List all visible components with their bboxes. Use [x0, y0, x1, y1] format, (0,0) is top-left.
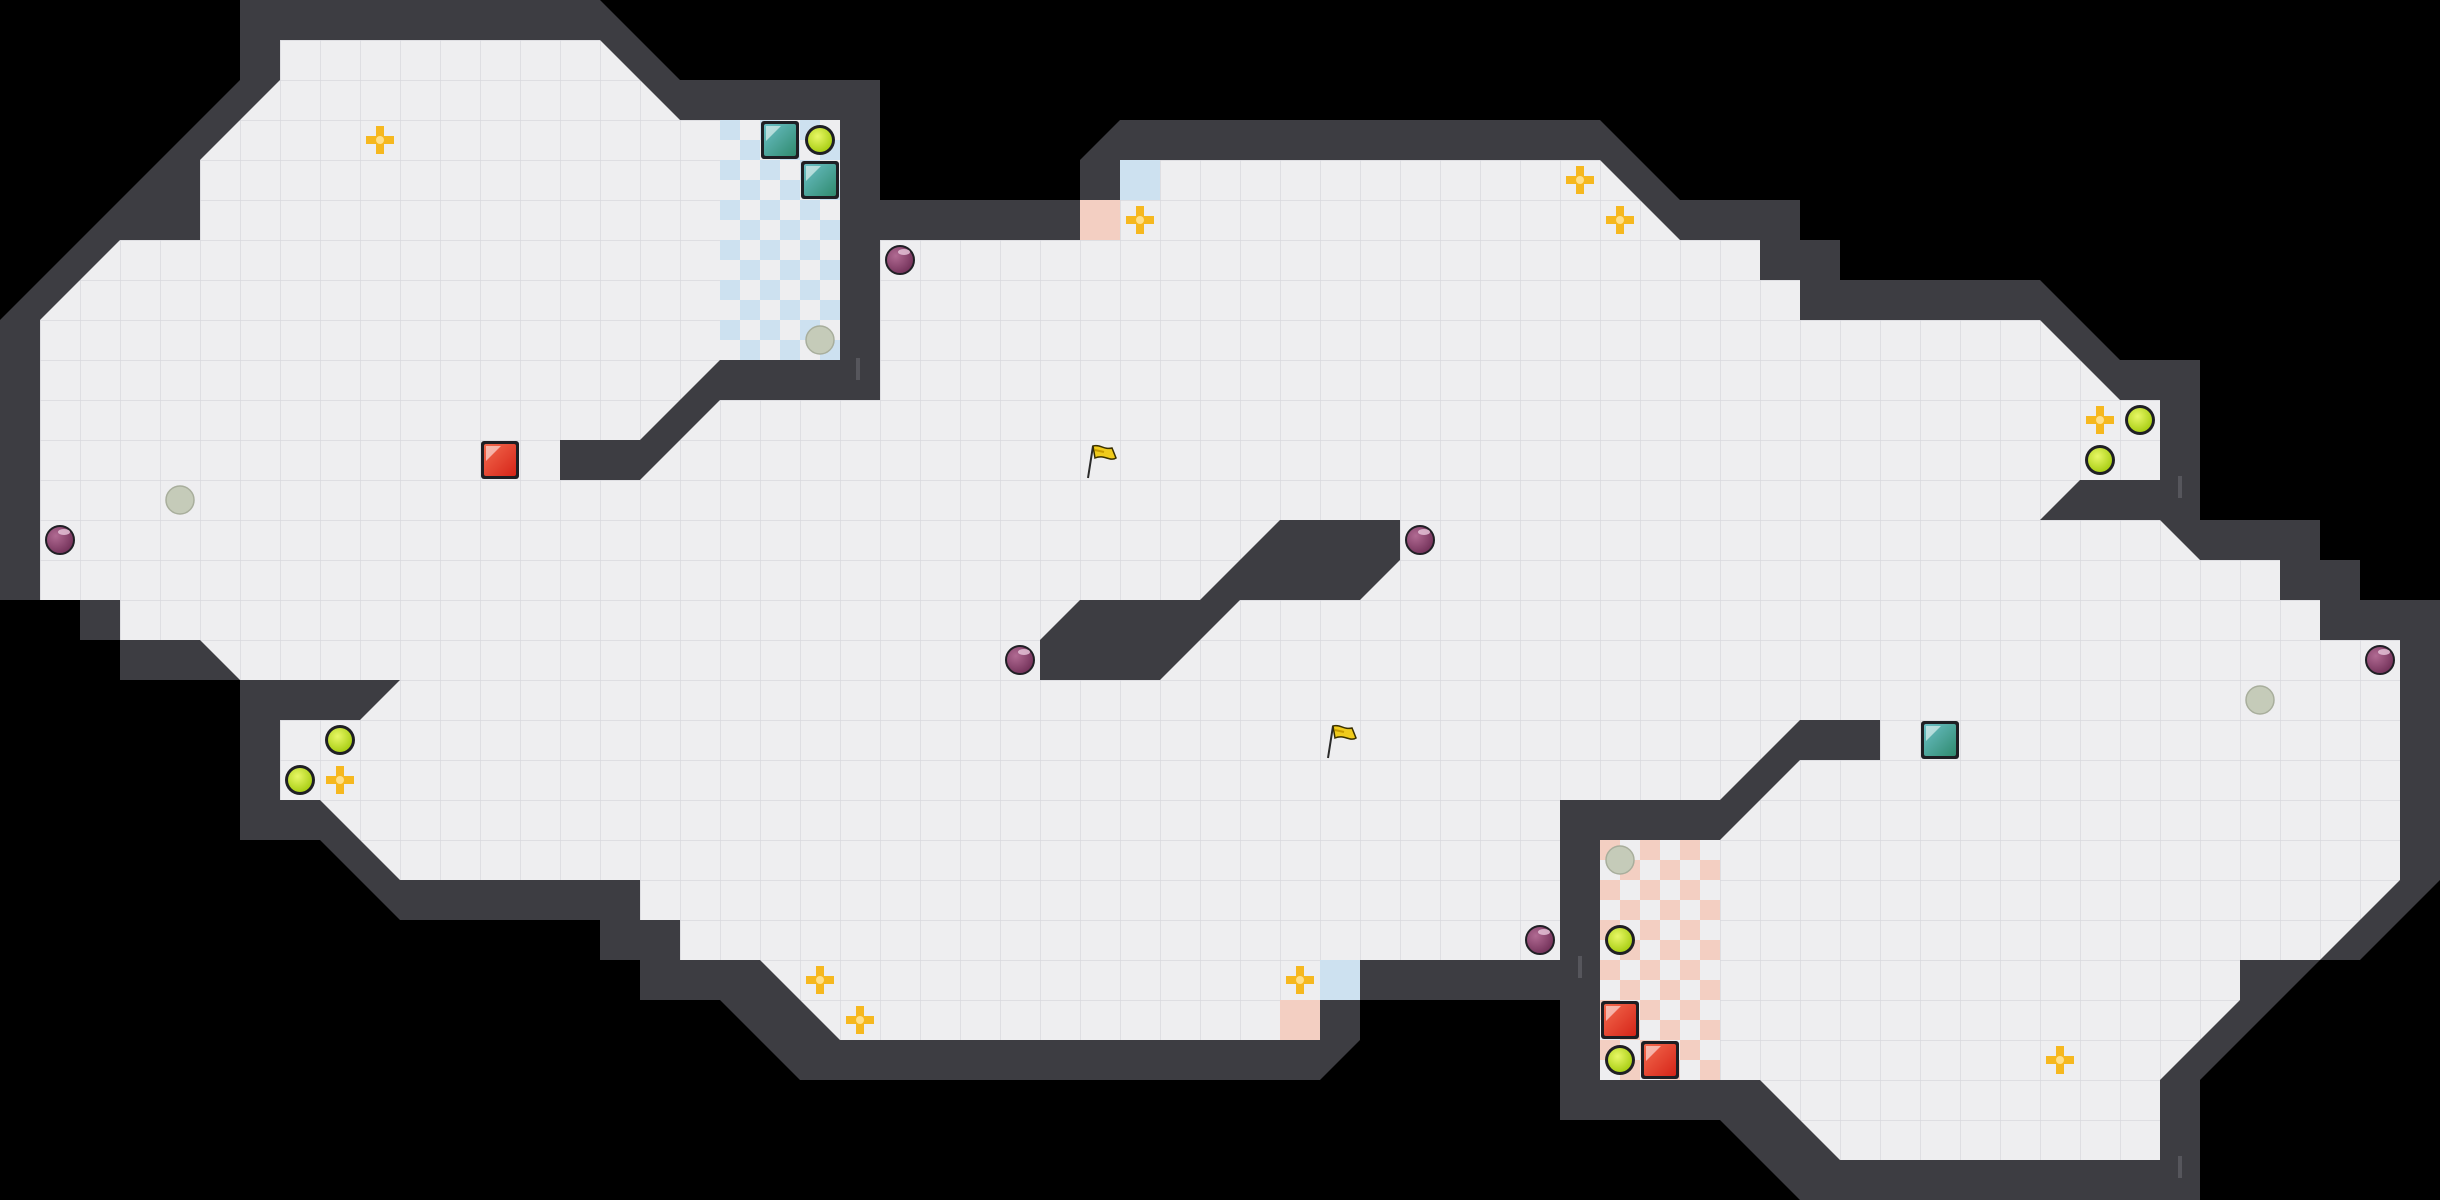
- red-floor-tile: [1080, 200, 1120, 240]
- powerup-ball-icon: [285, 765, 315, 795]
- bomb-icon: [1405, 525, 1435, 555]
- bomb-icon: [2365, 645, 2395, 675]
- powerup-ball-icon: [805, 125, 835, 155]
- blue-team-zone: [720, 120, 840, 360]
- powerup-ball-icon: [2125, 405, 2155, 435]
- spawn-marker-icon: [1605, 845, 1635, 875]
- blue-floor-tile: [1320, 960, 1360, 1000]
- boost-cross-icon: [806, 966, 834, 994]
- powerup-ball-icon: [1605, 1045, 1635, 1075]
- red-player-icon[interactable]: [481, 441, 519, 479]
- bomb-icon: [1525, 925, 1555, 955]
- boost-cross-icon: [366, 126, 394, 154]
- bomb-icon: [45, 525, 75, 555]
- red-team-zone: [1600, 840, 1720, 1080]
- yellow-flag-icon[interactable]: [1087, 444, 1117, 479]
- teal-player-icon[interactable]: [761, 121, 799, 159]
- teal-player-icon[interactable]: [801, 161, 839, 199]
- red-player-icon[interactable]: [1641, 1041, 1679, 1079]
- bomb-icon: [885, 245, 915, 275]
- powerup-ball-icon: [2085, 445, 2115, 475]
- powerup-ball-icon: [325, 725, 355, 755]
- teal-player-icon[interactable]: [1921, 721, 1959, 759]
- bomb-icon: [1005, 645, 1035, 675]
- boost-cross-icon: [1286, 966, 1314, 994]
- blue-floor-tile: [1120, 160, 1160, 200]
- red-floor-tile: [1280, 1000, 1320, 1040]
- boost-cross-icon: [2046, 1046, 2074, 1074]
- red-player-icon[interactable]: [1601, 1001, 1639, 1039]
- boost-cross-icon: [1566, 166, 1594, 194]
- spawn-marker-icon: [805, 325, 835, 355]
- gate-marker: [856, 358, 2182, 1178]
- yellow-flag-icon[interactable]: [1327, 724, 1357, 759]
- center-wall-obstacle: [1040, 520, 1400, 680]
- boost-cross-icon: [326, 766, 354, 794]
- spawn-marker-icon: [165, 485, 195, 515]
- powerup-ball-icon: [1605, 925, 1635, 955]
- boost-cross-icon: [846, 1006, 874, 1034]
- boost-cross-icon: [1126, 206, 1154, 234]
- spawn-marker-icon: [2245, 685, 2275, 715]
- boost-cross-icon: [2086, 406, 2114, 434]
- boost-cross-icon: [1606, 206, 1634, 234]
